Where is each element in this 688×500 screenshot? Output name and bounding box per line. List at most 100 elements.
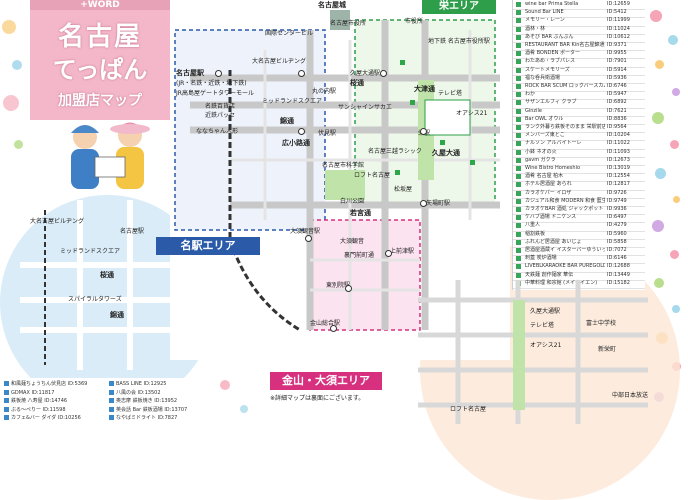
shop-name: 奥志摩 鉄板焼き — [116, 398, 155, 404]
shop-name: カフェ&バー ダイダ — [11, 415, 58, 421]
shop-name: BASS LINE — [116, 381, 144, 387]
bottom-shop-row[interactable]: 奥志摩 鉄板焼き ID:13952 — [109, 397, 177, 405]
bottom-shop-row[interactable]: 鉄板焼 八寿屋 ID:14746 — [4, 397, 67, 405]
shop-id: ID:10256 — [57, 415, 81, 421]
shop-marker-icon — [516, 43, 521, 48]
bottom-shop-row[interactable]: 英会話 Bar 鉄板酒場 ID:13707 — [109, 406, 187, 414]
shop-name: Bar OWL オウル — [525, 115, 564, 122]
shop-id: ID:12817 — [607, 181, 630, 188]
label-hisaya2: 久屋大通駅 — [530, 308, 561, 315]
shop-id: ID:12688 — [607, 263, 630, 270]
shop-marker-icon — [516, 75, 521, 81]
shop-name: ふれんど居酒屋 あいじょ — [525, 238, 582, 245]
shop-name: RESTAURANT BAR Kin名古屋錦通鉄板ステーキ — [525, 42, 605, 48]
bottom-shop-row[interactable]: BASS LINE ID:12925 — [109, 380, 166, 388]
shop-id: ID:9749 — [607, 197, 627, 204]
shop-marker[interactable] — [400, 60, 405, 65]
shop-marker-icon — [109, 398, 114, 403]
shop-marker-icon — [4, 415, 9, 420]
shop-name: 八重人 — [525, 222, 541, 229]
shop-name: わたあめ・ラブパレス — [525, 58, 576, 65]
bottom-shop-row[interactable]: カフェ&バー ダイダ ID:10256 — [4, 414, 81, 422]
bottom-shop-row[interactable]: 八風の会 ID:13502 — [109, 389, 161, 397]
shop-list-row[interactable]: RESTAURANT BAR Kin名古屋錦通鉄板ステーキID:9371 — [513, 41, 645, 52]
label-nishiki2: 錦通 — [110, 311, 124, 319]
shop-marker-icon — [109, 415, 114, 420]
shop-id: ID:6497 — [607, 214, 627, 221]
shop-marker-icon — [4, 389, 9, 395]
label-midland2: ミッドランドスクエア — [60, 248, 121, 255]
bottom-shop-row[interactable]: ぶる～ぺりー ID:11598 — [4, 406, 66, 414]
shop-name: 中華料理 和宗館 (メイサイエン) — [525, 279, 598, 286]
shop-id: ID:9564 — [607, 124, 627, 130]
label-daimei: 大名古屋ビルヂング — [252, 58, 307, 65]
bottom-shop-row[interactable]: 和風麺ちょうちん伏見店 ID:5369 — [4, 380, 87, 388]
shop-marker-icon — [516, 108, 521, 114]
shop-name: 酒林・林 — [525, 25, 546, 32]
shop-name: 鉄板焼 八寿屋 — [11, 398, 45, 404]
shop-name: ナルソン アルバイトーレ — [525, 140, 582, 147]
shop-marker-icon — [516, 92, 521, 98]
bottom-shop-row[interactable]: GDMAX ID:11817 — [4, 389, 54, 397]
shop-marker-icon — [516, 133, 521, 139]
shop-marker-icon — [516, 215, 521, 221]
shop-marker-icon — [516, 125, 521, 130]
shop-id: ID:11598 — [42, 406, 66, 413]
shop-marker[interactable] — [440, 140, 445, 145]
shop-id: ID:5412 — [607, 9, 627, 16]
label-hirokoji: 広小路通 — [282, 139, 310, 147]
shop-marker[interactable] — [410, 100, 415, 105]
shop-list-row[interactable]: LIVEBLKARAOKE BAR PUREGOLD 9.14ID:12688 — [513, 262, 645, 273]
label-kintetsu: 近鉄パッセ — [205, 112, 236, 119]
label-oasis2: オアシス21 — [530, 342, 562, 349]
label-kamimaezu: 上前津駅 — [390, 248, 415, 255]
station-marker — [305, 235, 312, 242]
dot — [655, 60, 664, 69]
shop-id: ID:7621 — [607, 107, 627, 114]
label-hisaya-dori: 久屋大通 — [432, 149, 460, 157]
shop-name: メモリー・レーン — [525, 17, 565, 24]
brand-logo: +WORD — [30, 0, 170, 10]
note: ※詳細マップは裏面にございます。 — [270, 395, 365, 402]
bottom-shop-row[interactable]: なやばミドライト ID:7827 — [109, 414, 177, 422]
shop-marker-icon — [516, 84, 521, 89]
shop-name: サザンエルフィ クラブ — [525, 99, 577, 106]
dot — [670, 250, 679, 259]
shop-marker[interactable] — [470, 160, 475, 165]
shop-name: 天鉄麺 創作麺家 華伝 — [525, 271, 574, 278]
shop-id: ID:5914 — [607, 66, 627, 73]
shop-marker-icon — [516, 18, 521, 24]
shop-marker[interactable] — [395, 170, 400, 175]
